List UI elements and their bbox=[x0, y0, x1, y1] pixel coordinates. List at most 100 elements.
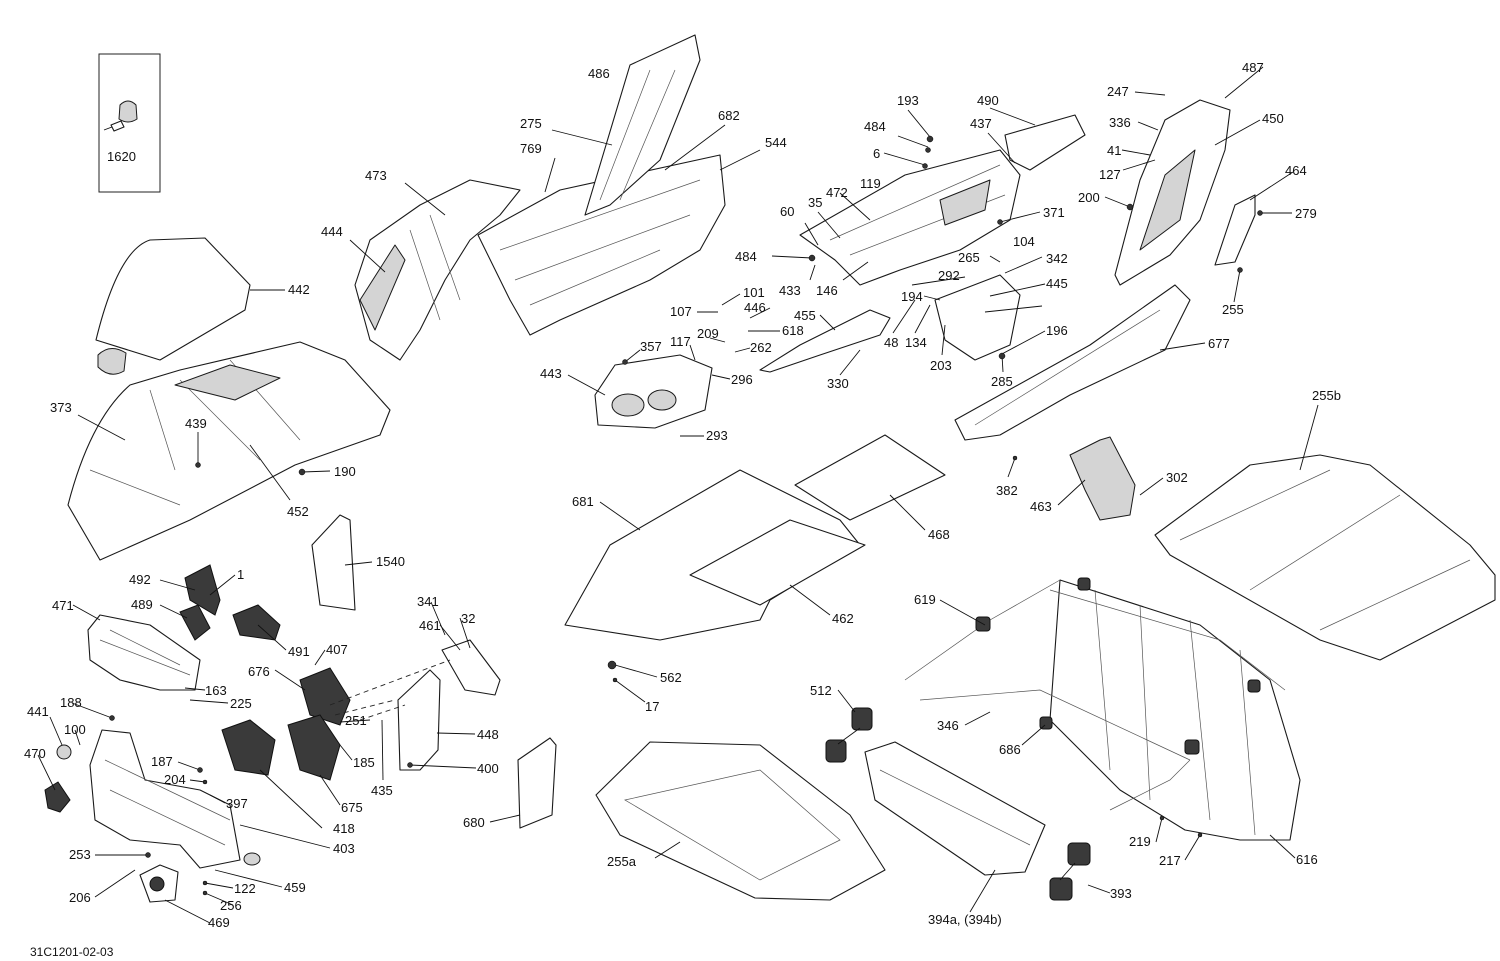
callout-459: 459 bbox=[284, 880, 306, 895]
callout-292: 292 bbox=[938, 268, 960, 283]
callout-1: 1 bbox=[237, 567, 244, 582]
callout-60: 60 bbox=[780, 204, 794, 219]
callout-371: 371 bbox=[1043, 205, 1065, 220]
callout-labels: 1620 486 275 682 769 544 473 444 442 373… bbox=[24, 60, 1341, 930]
callout-247: 247 bbox=[1107, 84, 1129, 99]
callout-512: 512 bbox=[810, 683, 832, 698]
callout-187: 187 bbox=[151, 754, 173, 769]
callout-681: 681 bbox=[572, 494, 594, 509]
hardware bbox=[109, 135, 1263, 896]
door-panel-450 bbox=[1114, 99, 1231, 286]
callout-486: 486 bbox=[588, 66, 610, 81]
callout-32: 32 bbox=[461, 611, 475, 626]
bracket-463 bbox=[1069, 436, 1136, 521]
callout-6: 6 bbox=[873, 146, 880, 161]
panel-464 bbox=[1214, 194, 1256, 266]
callout-418: 418 bbox=[333, 821, 355, 836]
callout-682: 682 bbox=[718, 108, 740, 123]
callout-188: 188 bbox=[60, 695, 82, 710]
callout-302: 302 bbox=[1166, 470, 1188, 485]
callout-397: 397 bbox=[226, 796, 248, 811]
panel-680 bbox=[517, 737, 557, 829]
cap-441 bbox=[56, 744, 72, 760]
callout-437: 437 bbox=[970, 116, 992, 131]
panel-461 bbox=[441, 639, 501, 696]
shroud-1540 bbox=[311, 514, 356, 611]
cargo-cover-255a bbox=[595, 741, 886, 901]
callout-336: 336 bbox=[1109, 115, 1131, 130]
callout-193: 193 bbox=[897, 93, 919, 108]
callout-400: 400 bbox=[477, 761, 499, 776]
callout-470: 470 bbox=[24, 746, 46, 761]
tray-490 bbox=[1004, 114, 1086, 171]
soft-cover-616 bbox=[904, 577, 1301, 841]
callout-393: 393 bbox=[1110, 886, 1132, 901]
grill-inserts bbox=[179, 564, 281, 641]
callout-225: 225 bbox=[230, 696, 252, 711]
front-hood bbox=[67, 237, 391, 561]
callout-48: 48 bbox=[884, 335, 898, 350]
callout-675: 675 bbox=[341, 800, 363, 815]
callout-462: 462 bbox=[832, 611, 854, 626]
headlight-443 bbox=[594, 354, 713, 429]
callout-676: 676 bbox=[248, 664, 270, 679]
callout-562: 562 bbox=[660, 670, 682, 685]
callout-492: 492 bbox=[129, 572, 151, 587]
grille-675 bbox=[287, 714, 341, 781]
callout-433: 433 bbox=[779, 283, 801, 298]
drawing-code: 31C1201-02-03 bbox=[30, 945, 114, 959]
callout-455: 455 bbox=[794, 308, 816, 323]
upper-panel-486 bbox=[584, 34, 701, 216]
callout-185: 185 bbox=[353, 755, 375, 770]
callout-461: 461 bbox=[419, 618, 441, 633]
callout-134: 134 bbox=[905, 335, 927, 350]
callout-296: 296 bbox=[731, 372, 753, 387]
callout-452: 452 bbox=[287, 504, 309, 519]
callout-471: 471 bbox=[52, 598, 74, 613]
callout-686: 686 bbox=[999, 742, 1021, 757]
inset-1620 bbox=[98, 53, 161, 193]
callout-127: 127 bbox=[1099, 167, 1121, 182]
callout-677: 677 bbox=[1208, 336, 1230, 351]
callout-203: 203 bbox=[930, 358, 952, 373]
callout-285: 285 bbox=[991, 374, 1013, 389]
callout-469: 469 bbox=[208, 915, 230, 930]
callout-101: 101 bbox=[743, 285, 765, 300]
mirror-512 bbox=[825, 707, 873, 763]
callout-468: 468 bbox=[928, 527, 950, 542]
callout-619: 619 bbox=[914, 592, 936, 607]
callout-255: 255 bbox=[1222, 302, 1244, 317]
light-470 bbox=[44, 781, 71, 813]
callout-680: 680 bbox=[463, 815, 485, 830]
front-fender-473 bbox=[354, 179, 521, 361]
callout-251: 251 bbox=[345, 713, 367, 728]
light-469 bbox=[139, 864, 179, 903]
callout-255a: 255a bbox=[607, 854, 637, 869]
leader-lines bbox=[37, 66, 1319, 924]
callout-275: 275 bbox=[520, 116, 542, 131]
callout-206: 206 bbox=[69, 890, 91, 905]
callout-444: 444 bbox=[321, 224, 343, 239]
callout-163: 163 bbox=[205, 683, 227, 698]
callout-341: 341 bbox=[417, 594, 439, 609]
callout-446: 446 bbox=[744, 300, 766, 315]
callout-107: 107 bbox=[670, 304, 692, 319]
callout-441: 441 bbox=[27, 704, 49, 719]
callout-373: 373 bbox=[50, 400, 72, 415]
callout-484b: 484 bbox=[735, 249, 757, 264]
callout-443: 443 bbox=[540, 366, 562, 381]
callout-190: 190 bbox=[334, 464, 356, 479]
callout-464: 464 bbox=[1285, 163, 1307, 178]
callout-403: 403 bbox=[333, 841, 355, 856]
callout-117: 117 bbox=[670, 334, 691, 349]
callout-489: 489 bbox=[131, 597, 153, 612]
callout-448: 448 bbox=[477, 727, 499, 742]
callout-382: 382 bbox=[996, 483, 1018, 498]
callout-473: 473 bbox=[365, 168, 387, 183]
callout-484a: 484 bbox=[864, 119, 886, 134]
callout-122: 122 bbox=[234, 881, 256, 896]
cap-459 bbox=[243, 852, 261, 866]
callout-357: 357 bbox=[640, 339, 662, 354]
callout-256: 256 bbox=[220, 898, 242, 913]
grille-418 bbox=[221, 719, 276, 776]
